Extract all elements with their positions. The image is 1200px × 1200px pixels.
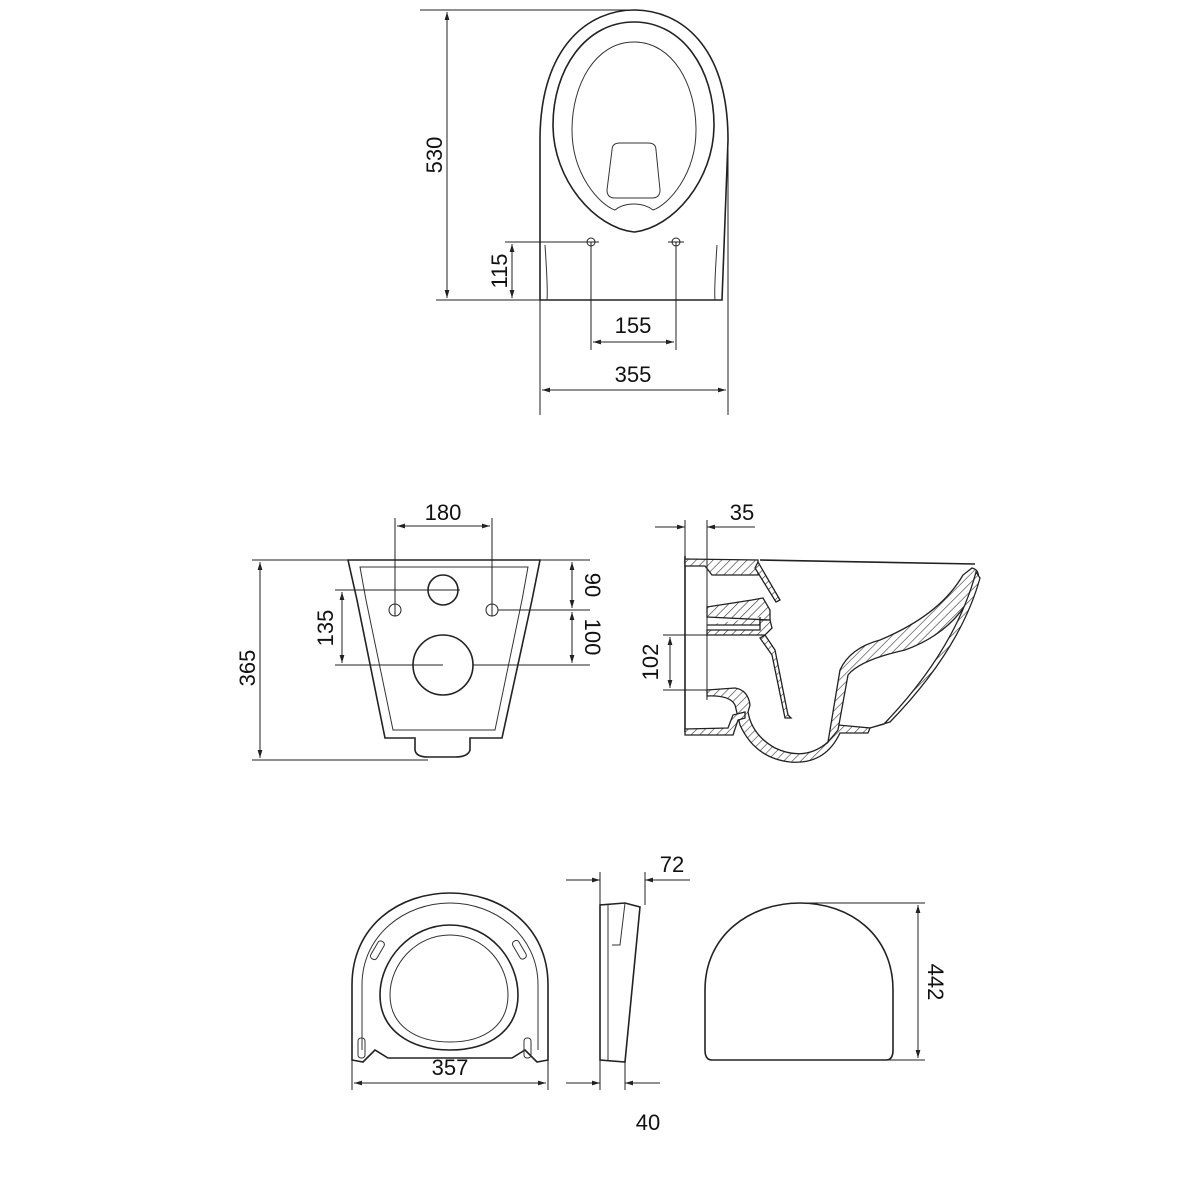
rim-top	[759, 559, 976, 565]
rear-inner-outline	[359, 566, 529, 731]
top-view: 530 115 155 355	[420, 9, 729, 415]
dim-label-bolt-spacing: 155	[615, 313, 652, 338]
lid-outline	[704, 902, 894, 1061]
buffer-pad	[523, 1037, 532, 1059]
dim-label-seat-width: 357	[432, 1055, 469, 1080]
dim-label-outlet-height: 115	[487, 253, 512, 288]
seat-opening	[379, 924, 519, 1051]
flush-channel-section	[759, 634, 793, 719]
bowl-wall-section	[826, 567, 980, 745]
seat-side-view: 72 40	[566, 852, 690, 1135]
trap-opening	[606, 142, 661, 199]
seat-top-view: 357	[351, 892, 549, 1090]
seat-side-outline	[599, 902, 641, 1063]
dim-label-width: 355	[615, 362, 652, 387]
dim-label-wall-offset: 35	[730, 500, 754, 525]
lid-top-view: 442	[704, 902, 948, 1061]
buffer-pad	[512, 939, 527, 960]
buffer-pad	[370, 940, 385, 961]
dim-label-height: 530	[422, 137, 447, 174]
dim-label-offset-mid: 100	[580, 619, 605, 656]
side-curve	[544, 244, 718, 301]
seat-inner-edge	[361, 902, 539, 1050]
rear-view: 180 365 135 90 100	[235, 500, 605, 761]
dim-label-inlet-offset: 135	[313, 610, 338, 647]
dim-label-bolt-spacing: 180	[425, 500, 462, 525]
buffer-pad	[357, 1037, 366, 1059]
dim-label-seat-thickness: 72	[660, 852, 684, 877]
bowl-outline	[539, 9, 729, 301]
rear-outline	[347, 559, 541, 758]
rim-outline	[552, 21, 715, 233]
top-flange-section	[684, 558, 759, 576]
side-section: 35 102	[638, 500, 981, 763]
dim-label-hinge-depth: 40	[636, 1110, 660, 1135]
dim-label-lid-length: 442	[923, 964, 948, 1001]
dim-label-height: 365	[235, 650, 260, 687]
dim-label-outlet-gap: 102	[638, 644, 663, 681]
dim-label-offset-top: 90	[580, 573, 605, 597]
bowl-opening	[571, 41, 697, 211]
seat-outline	[351, 892, 549, 1063]
